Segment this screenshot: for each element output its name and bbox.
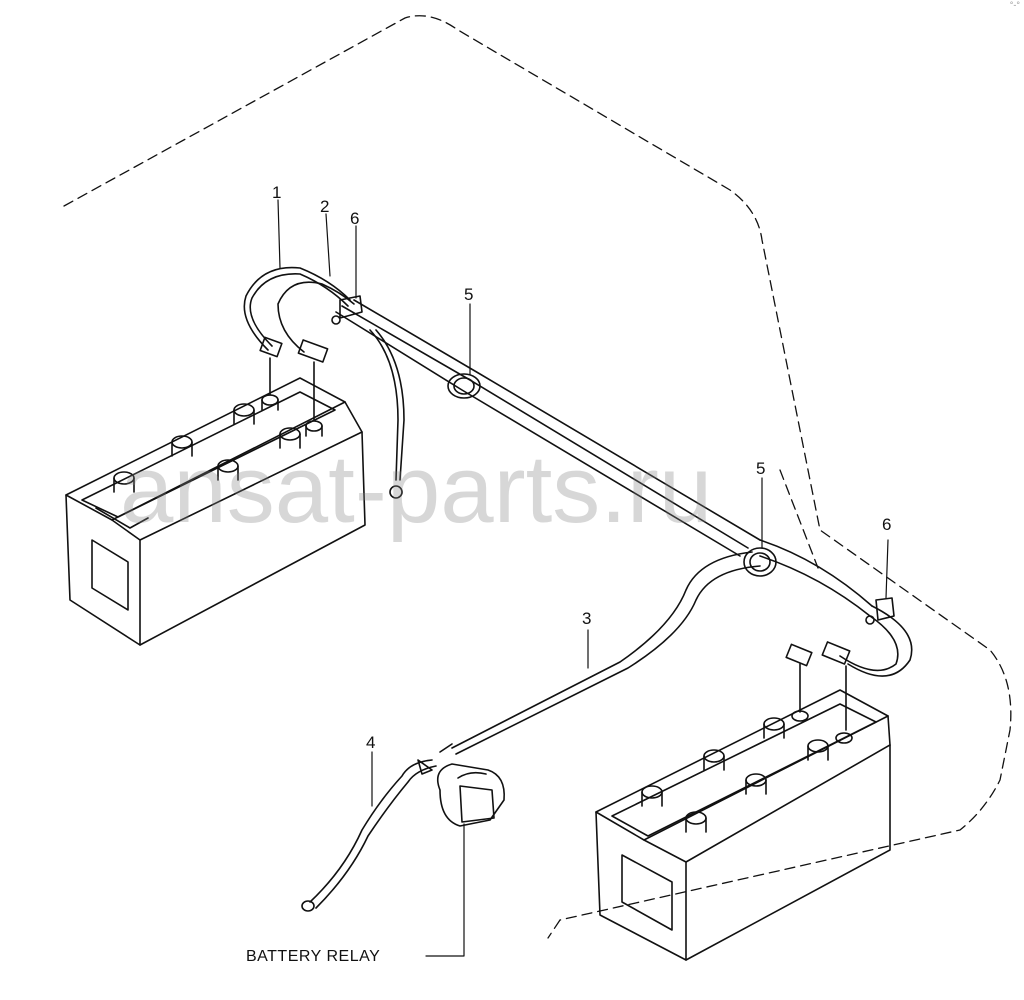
chassis-outline bbox=[63, 15, 1012, 939]
cable-1 bbox=[243, 266, 351, 396]
callout-2: 2 bbox=[320, 197, 330, 216]
lead-left bbox=[369, 329, 405, 499]
main-bundle bbox=[335, 299, 913, 731]
grommet-right bbox=[743, 547, 777, 577]
cable-3 bbox=[439, 551, 761, 755]
callout-5-right: 5 bbox=[756, 459, 766, 478]
cable-4 bbox=[301, 759, 437, 912]
callout-5-left: 5 bbox=[464, 285, 474, 304]
clamp-left bbox=[331, 295, 363, 325]
corner-mark: °-° bbox=[1009, 0, 1020, 10]
clamp-right bbox=[865, 597, 895, 625]
right-battery bbox=[595, 689, 891, 961]
callout-6-right: 6 bbox=[882, 515, 892, 534]
leader-lines bbox=[277, 199, 889, 957]
left-battery bbox=[65, 377, 366, 646]
callout-3: 3 bbox=[582, 609, 592, 628]
grommet-left bbox=[447, 373, 481, 399]
battery-relay bbox=[436, 763, 505, 827]
cable-2 bbox=[277, 281, 355, 421]
callout-1: 1 bbox=[272, 183, 282, 202]
callout-6-left: 6 bbox=[350, 209, 360, 228]
battery-relay-label: BATTERY RELAY bbox=[246, 948, 381, 965]
callout-4: 4 bbox=[366, 733, 376, 752]
